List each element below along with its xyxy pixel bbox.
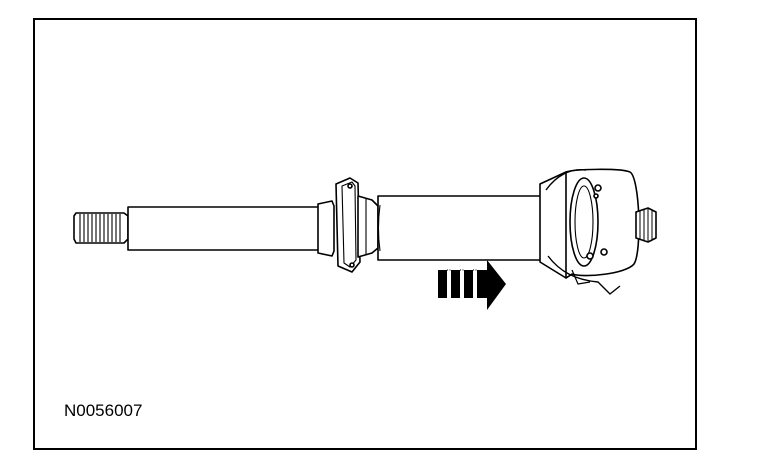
spline-end	[73, 212, 129, 244]
direction-arrow-icon	[438, 260, 506, 310]
flange	[335, 177, 361, 273]
thick-shaft	[377, 195, 545, 261]
shaft	[127, 206, 323, 251]
collar	[317, 200, 335, 257]
neck	[357, 195, 379, 258]
cv-joint	[539, 168, 657, 295]
figure-reference-number: N0056007	[64, 401, 143, 420]
